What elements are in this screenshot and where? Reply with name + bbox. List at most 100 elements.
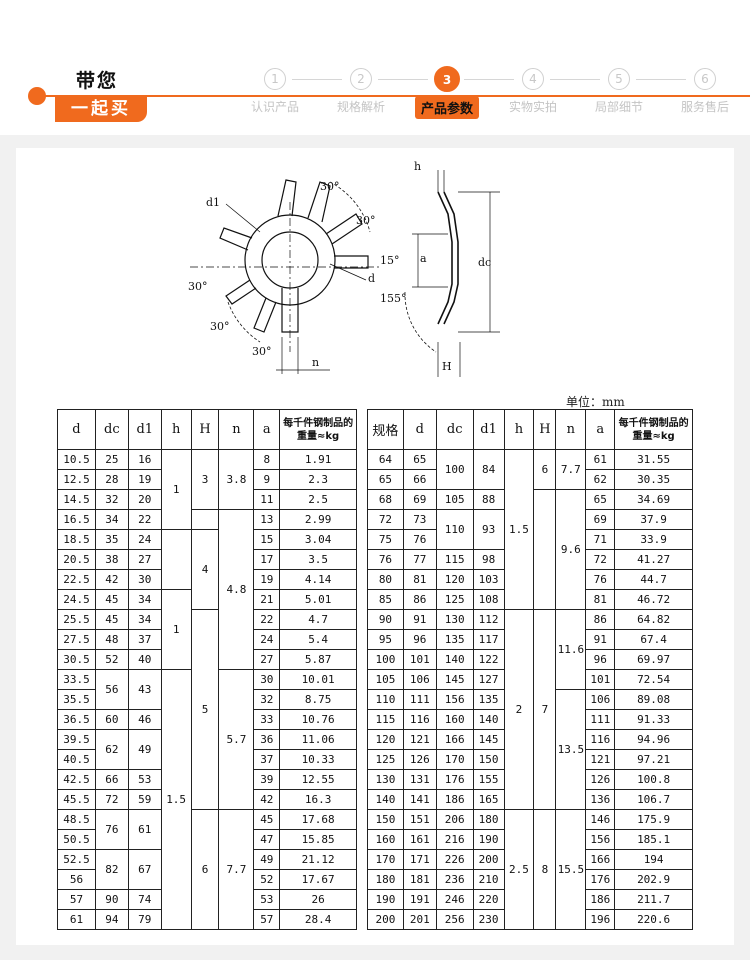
table-cell: 127 bbox=[472, 669, 505, 690]
table-cell: 34 bbox=[94, 509, 129, 530]
table-cell: 21 bbox=[253, 589, 281, 610]
table-cell: 194 bbox=[614, 849, 693, 870]
step-connector bbox=[636, 79, 686, 80]
step-label: 实物实拍 bbox=[508, 100, 557, 114]
table-cell: 28.4 bbox=[279, 909, 357, 930]
table-cell: 180 bbox=[472, 809, 505, 830]
table-cell: 106.7 bbox=[614, 789, 693, 810]
table-cell: 37 bbox=[253, 749, 281, 770]
table-cell: 39 bbox=[253, 769, 281, 790]
table-cell: 170 bbox=[435, 749, 474, 770]
table-cell: 30 bbox=[253, 669, 281, 690]
table-cell: 116 bbox=[585, 729, 616, 750]
table-cell: 76 bbox=[94, 809, 129, 850]
table-cell: 140 bbox=[472, 709, 505, 730]
table-cell: 10.5 bbox=[57, 449, 96, 470]
table-cell: 12.5 bbox=[57, 469, 96, 490]
table-cell: 71 bbox=[585, 529, 616, 550]
table-cell: 96 bbox=[402, 629, 437, 650]
table-cell: 9.6 bbox=[555, 489, 587, 610]
step-connector bbox=[550, 79, 600, 80]
table-cell: 190 bbox=[367, 889, 404, 910]
table-cell: 3.8 bbox=[218, 449, 255, 510]
step-connector bbox=[378, 79, 428, 80]
step-1[interactable]: 1 认识产品 bbox=[232, 68, 318, 115]
step-2[interactable]: 2 规格解析 bbox=[318, 68, 404, 115]
table-cell: 106 bbox=[402, 669, 437, 690]
washer-outer-ring bbox=[244, 214, 336, 306]
table-cell: 110 bbox=[367, 689, 404, 710]
table-cell: 93 bbox=[472, 509, 505, 550]
table-cell: 60 bbox=[94, 709, 129, 730]
table-cell: 62 bbox=[585, 469, 616, 490]
washer-side-profile bbox=[437, 191, 453, 325]
step-3-active[interactable]: 3 产品参数 bbox=[404, 66, 490, 119]
col-header: 规格 bbox=[367, 409, 404, 450]
table-cell: 24.5 bbox=[57, 589, 96, 610]
table-cell: 41.27 bbox=[614, 549, 693, 570]
table-header-row: d dc d1 h H n a 每千件钢制品的重量≈kg bbox=[57, 409, 357, 450]
table-cell: 34 bbox=[127, 609, 162, 630]
table-cell: 236 bbox=[435, 869, 474, 890]
table-cell: 19 bbox=[127, 469, 162, 490]
table-cell: 100 bbox=[367, 649, 404, 670]
table-cell: 82 bbox=[94, 849, 129, 890]
table-cell: 15.85 bbox=[279, 829, 357, 850]
table-cell: 80 bbox=[367, 569, 404, 590]
step-nav: 1 认识产品 2 规格解析 3 产品参数 4 实物实拍 5 局部细节 6 服务售… bbox=[232, 66, 750, 119]
label-d: d bbox=[368, 272, 375, 285]
step-5[interactable]: 5 局部细节 bbox=[576, 68, 662, 115]
table-cell: 26 bbox=[279, 889, 357, 910]
table-cell: 121 bbox=[402, 729, 437, 750]
table-cell: 7 bbox=[533, 609, 557, 810]
table-cell: 6 bbox=[190, 809, 220, 930]
table-cell: 4.14 bbox=[279, 569, 357, 590]
table-cell: 185.1 bbox=[614, 829, 693, 850]
col-header: h bbox=[160, 409, 192, 450]
step-number: 3 bbox=[434, 66, 460, 92]
table-cell: 175.9 bbox=[614, 809, 693, 830]
table-cell: 61 bbox=[127, 809, 162, 850]
table-cell bbox=[190, 509, 220, 530]
table-cell: 48.5 bbox=[57, 809, 96, 830]
step-number: 6 bbox=[694, 68, 716, 90]
table-cell: 22 bbox=[127, 509, 162, 530]
table-cell: 34 bbox=[127, 589, 162, 610]
table-cell: 46 bbox=[127, 709, 162, 730]
table-cell: 94.96 bbox=[614, 729, 693, 750]
label-angle-155: 155° bbox=[380, 292, 407, 305]
step-label: 服务售后 bbox=[680, 100, 729, 114]
table-cell: 1.91 bbox=[279, 449, 357, 470]
label-angle: 30° bbox=[188, 280, 208, 293]
table-cell: 98 bbox=[472, 549, 505, 570]
table-cell: 36 bbox=[253, 729, 281, 750]
table-cell: 56 bbox=[94, 669, 129, 710]
col-header: dc bbox=[94, 409, 129, 450]
col-header: d1 bbox=[472, 409, 505, 450]
table-cell: 155 bbox=[472, 769, 505, 790]
table-cell: 64 bbox=[367, 449, 404, 470]
table-cell: 160 bbox=[367, 829, 404, 850]
col-header: dc bbox=[435, 409, 474, 450]
table-cell: 170 bbox=[367, 849, 404, 870]
table-cell: 166 bbox=[585, 849, 616, 870]
step-6[interactable]: 6 服务售后 bbox=[662, 68, 748, 115]
table-cell: 45 bbox=[94, 589, 129, 610]
table-cell: 49 bbox=[253, 849, 281, 870]
brand-title-top: 带您 bbox=[76, 70, 119, 92]
col-header: n bbox=[218, 409, 255, 450]
table-cell: 1 bbox=[160, 449, 192, 530]
table-cell: 11.06 bbox=[279, 729, 357, 750]
step-label: 认识产品 bbox=[250, 100, 299, 114]
step-4[interactable]: 4 实物实拍 bbox=[490, 68, 576, 115]
